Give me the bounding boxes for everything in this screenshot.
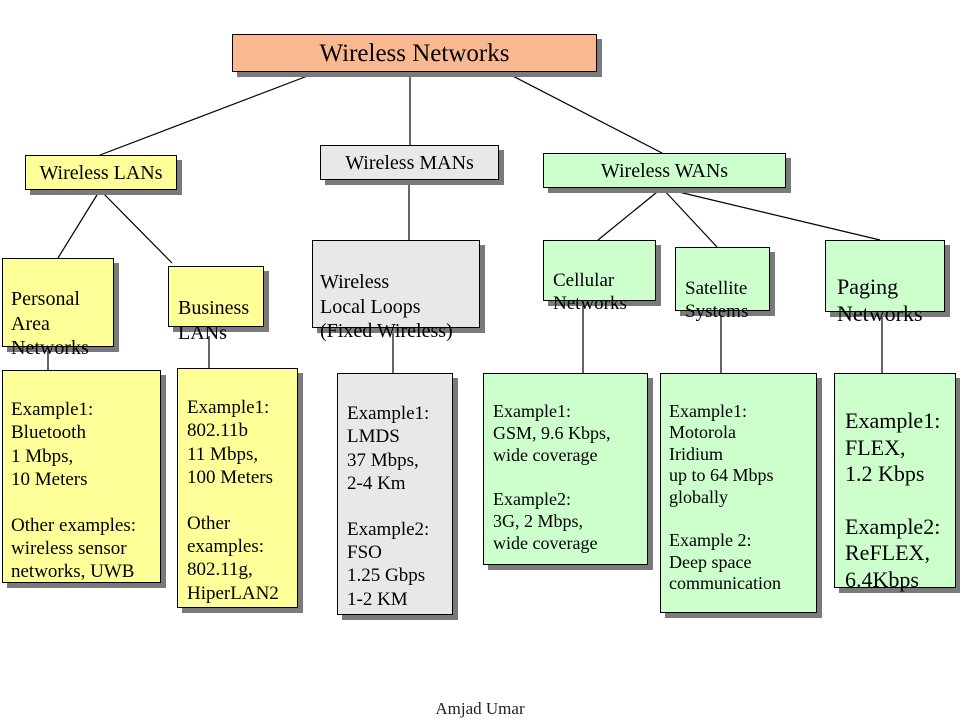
example-business-text: Example1: 802.11b 11 Mbps, 100 Meters Ot… xyxy=(187,397,279,604)
subtype-personal-label: Personal Area Networks xyxy=(11,288,89,360)
subtype-cellular-label: Cellular Networks xyxy=(553,270,627,315)
subtype-personal-area-networks: Personal Area Networks xyxy=(2,258,114,359)
subtype-wll-label: Wireless Local Loops (Fixed Wireless) xyxy=(320,271,453,343)
connector-wans-paging xyxy=(661,187,881,241)
example-satellite: Example1: Motorola Iridium up to 64 Mbps… xyxy=(660,373,817,613)
example-personal: Example1: Bluetooth 1 Mbps, 10 Meters Ot… xyxy=(2,370,161,583)
connector-lans-personal xyxy=(57,189,101,259)
connector-root-wans xyxy=(504,71,663,154)
subtype-paging-networks: Paging Networks xyxy=(825,240,945,326)
footer-author: Amjad Umar xyxy=(435,699,525,718)
category-wireless-wans-label: Wireless WANs xyxy=(600,160,729,182)
subtype-wireless-local-loops: Wireless Local Loops (Fixed Wireless) xyxy=(312,240,480,342)
example-personal-text: Example1: Bluetooth 1 Mbps, 10 Meters Ot… xyxy=(11,399,137,583)
category-wireless-mans: Wireless MANs xyxy=(320,145,499,180)
root-node: Wireless Networks xyxy=(232,34,597,72)
connector-wans-satellite xyxy=(661,187,718,248)
example-satellite-text: Example1: Motorola Iridium up to 64 Mbps… xyxy=(669,400,781,594)
root-label: Wireless Networks xyxy=(319,40,510,67)
category-wireless-lans-label: Wireless LANs xyxy=(39,162,163,184)
subtype-cellular-networks: Cellular Networks xyxy=(543,240,656,314)
connector-wans-cellular xyxy=(597,187,663,241)
example-business: Example1: 802.11b 11 Mbps, 100 Meters Ot… xyxy=(177,368,298,608)
subtype-satellite-systems: Satellite Systems xyxy=(675,247,770,322)
subtype-business-label: Business LANs xyxy=(178,297,250,344)
category-wireless-wans: Wireless WANs xyxy=(543,153,786,188)
category-wireless-mans-label: Wireless MANs xyxy=(345,152,474,174)
subtype-business-lans: Business LANs xyxy=(168,266,264,344)
example-wll: Example1: LMDS 37 Mbps, 2-4 Km Example2:… xyxy=(337,373,453,615)
connector-lans-business xyxy=(99,189,173,264)
example-paging: Example1: FLEX, 1.2 Kbps Example2: ReFLE… xyxy=(834,373,956,592)
example-cellular: Example1: GSM, 9.6 Kbps, wide coverage E… xyxy=(483,373,648,565)
subtype-satellite-label: Satellite Systems xyxy=(685,278,749,323)
example-cellular-text: Example1: GSM, 9.6 Kbps, wide coverage E… xyxy=(493,400,611,553)
subtype-paging-label: Paging Networks xyxy=(837,273,923,326)
example-paging-text: Example1: FLEX, 1.2 Kbps Example2: ReFLE… xyxy=(845,408,941,592)
connector-root-lans xyxy=(99,71,319,156)
category-wireless-lans: Wireless LANs xyxy=(25,155,177,190)
example-wll-text: Example1: LMDS 37 Mbps, 2-4 Km Example2:… xyxy=(347,403,430,610)
